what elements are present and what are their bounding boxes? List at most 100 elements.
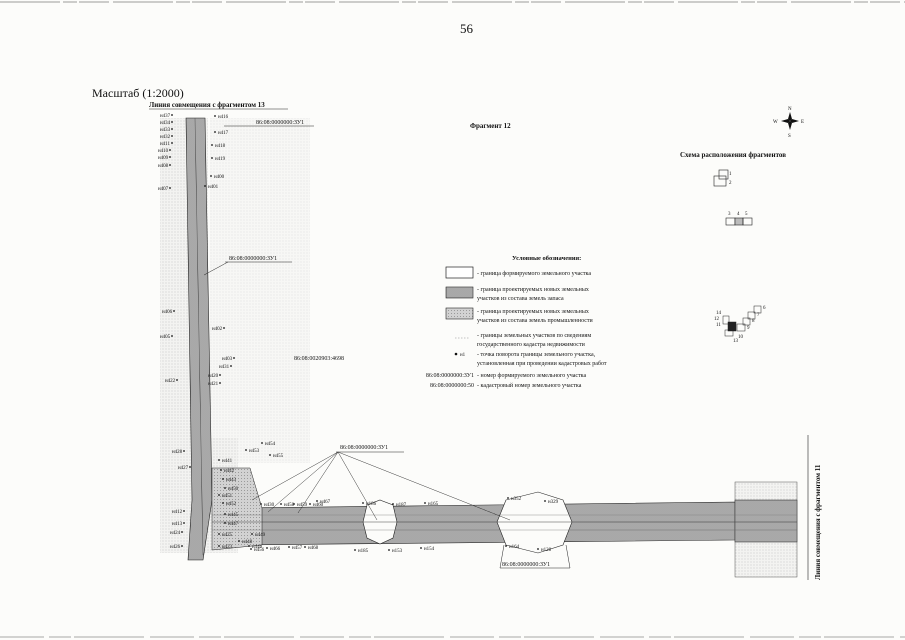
point-label-н430: н430: [264, 503, 275, 508]
legend-point-line-2: установленная при проведении кадастровых…: [477, 360, 607, 367]
join-line-top-label: Линия совмещения с фрагментом 13: [149, 101, 265, 109]
legend-formed-line-1: - граница формируемого земельного участк…: [477, 270, 591, 277]
point-label-н402: н402: [212, 327, 223, 332]
point-labels-lower-mid: н454н453н455н441н442н443н450н451н452н445…: [218, 442, 331, 553]
parcel-zu1-right: 86:08:0000000:ЗУ1: [340, 445, 388, 451]
point-label-н442: н442: [224, 469, 235, 474]
scheme-label-1: 1: [729, 172, 732, 177]
turning-point-н406: [173, 310, 175, 312]
turning-point-н186: [362, 502, 364, 504]
point-label-н419: н419: [215, 157, 226, 162]
corridor-horizontal: [239, 501, 736, 546]
point-label-н441: н441: [222, 459, 233, 464]
turning-point-н449: [251, 533, 253, 535]
turning-point-н447: [224, 522, 226, 524]
point-label-н421: н421: [208, 382, 219, 387]
point-label-н405: н405: [160, 335, 171, 340]
turning-point-н441: [218, 459, 220, 461]
scheme-label-13: 13: [733, 339, 739, 344]
scheme-label-5: 5: [745, 212, 748, 217]
turning-point-н427: [189, 466, 191, 468]
legend-cadnum-sample: 86:08:0000000:50: [430, 383, 474, 389]
legend-cadnum-line-1: - кадастровый номер земельного участка: [477, 382, 582, 389]
zu1-right-leaders: [251, 451, 511, 521]
turning-point-н454: [261, 442, 263, 444]
compass-rose: N S E W: [773, 107, 804, 139]
turning-point-н437: [171, 114, 173, 116]
parcel-zu1-top: 86:08:0000000:ЗУ1: [256, 120, 304, 126]
point-label-н420: н420: [208, 374, 219, 379]
turning-point-н402: [223, 327, 225, 329]
registered-land-area: [210, 118, 310, 463]
turning-point-н445: [224, 513, 226, 515]
scheme-label-8: 8: [752, 319, 755, 324]
point-label-н427: н427: [178, 466, 189, 471]
turning-point-н455: [269, 454, 271, 456]
point-label-н417: н417: [218, 131, 229, 136]
turning-point-н467: [316, 500, 318, 502]
point-label-н467: н467: [320, 500, 331, 505]
turning-point-н421: [219, 382, 221, 384]
turning-point-н450: [224, 487, 226, 489]
fragment-title: Фрагмент 12: [470, 122, 511, 130]
point-label-н409: н409: [158, 156, 169, 161]
point-label-н165: н165: [428, 502, 439, 507]
turning-point-н433: [171, 128, 173, 130]
scheme-group-1: 1 2: [713, 169, 732, 187]
legend-swatch-formed: [445, 266, 474, 279]
turning-point-н411: [171, 142, 173, 144]
scheme-group-3: 6 7 8 9 10 11 12 13 14: [714, 305, 766, 344]
turning-point-н448: [238, 540, 240, 542]
legend-registry-line-2: государственного кадастра недвижимости: [477, 342, 586, 348]
scheme-group-2: 3 4 5: [725, 212, 753, 226]
point-label-н407: н407: [158, 187, 169, 192]
point-label-н450: н450: [228, 487, 239, 492]
turning-point-н446: [248, 545, 250, 547]
point-label-н431: н431: [219, 365, 230, 370]
point-label-н352: н352: [511, 497, 522, 502]
legend-point-line-1: - точка поворота границы земельного учас…: [477, 352, 596, 358]
point-label-н452: н452: [226, 502, 237, 507]
turning-point-н164: [505, 545, 507, 547]
turning-point-н420: [219, 374, 221, 376]
scheme-label-2: 2: [729, 181, 732, 186]
legend-industry-line-1: - граница проектируемых новых земельных: [477, 309, 589, 315]
point-label-н460: н460: [313, 503, 324, 508]
turning-point-н443: [222, 478, 224, 480]
turning-point-н468: [304, 546, 306, 548]
turning-point-н460: [309, 503, 311, 505]
turning-point-н453: [245, 449, 247, 451]
scheme-label-6: 6: [763, 306, 766, 311]
turning-point-н422: [176, 379, 178, 381]
point-label-н454: н454: [265, 442, 276, 447]
page-number: 56: [460, 21, 474, 36]
point-label-н428: н428: [172, 450, 183, 455]
turning-point-н458: [280, 503, 282, 505]
turning-point-н425: [218, 533, 220, 535]
scheme-label-10: 10: [738, 335, 744, 340]
turning-point-н413: [183, 522, 185, 524]
point-label-н447: н447: [228, 522, 239, 527]
point-label-н411: н411: [160, 142, 170, 147]
legend-swatch-reserve: [445, 286, 474, 299]
turning-point-н434: [171, 121, 173, 123]
turning-point-н426: [181, 545, 183, 547]
point-label-н451: н451: [222, 494, 233, 499]
turning-point-н400: [210, 175, 212, 177]
turning-point-н128: [537, 548, 539, 550]
compass-west-label: W: [773, 120, 778, 125]
compass-south-label: S: [788, 134, 791, 139]
point-label-н443: н443: [226, 478, 237, 483]
crossing-octagon-2: [496, 491, 573, 554]
point-label-н434: н434: [160, 121, 171, 126]
turning-point-н451: [218, 494, 220, 496]
point-label-н329: н329: [548, 500, 559, 505]
legend-title: Условные обозначения:: [512, 255, 581, 262]
point-label-н416: н416: [218, 115, 229, 120]
point-label-н422: н422: [165, 379, 176, 384]
point-label-н446: н446: [252, 545, 263, 550]
